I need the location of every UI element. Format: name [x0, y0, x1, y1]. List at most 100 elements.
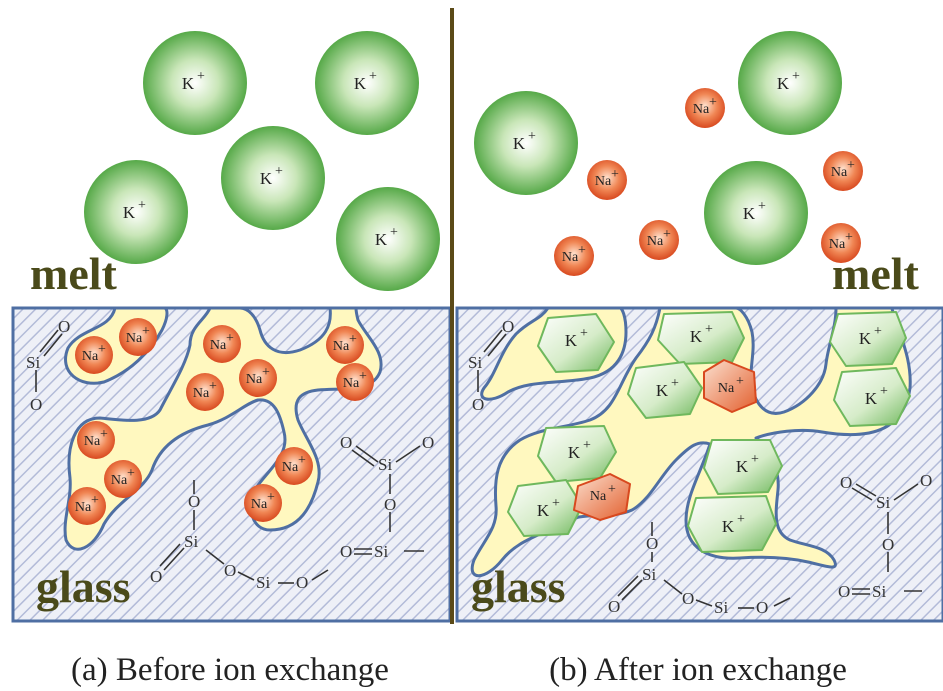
sodium-ion: Na+: [104, 460, 142, 498]
svg-text:O: O: [472, 395, 484, 414]
potassium-ion: K +: [84, 160, 188, 264]
svg-text:+: +: [359, 369, 367, 384]
svg-text:+: +: [369, 69, 377, 84]
svg-text:Na: Na: [829, 237, 846, 252]
svg-text:O: O: [150, 567, 162, 586]
melt-label-after: melt: [832, 248, 920, 299]
svg-text:Na: Na: [333, 339, 350, 354]
svg-text:+: +: [138, 198, 146, 213]
potassium-ion: K +: [687, 495, 777, 553]
sodium-ion: Na+: [275, 447, 313, 485]
sodium-ion: Na+: [119, 318, 157, 356]
potassium-ion: K +: [829, 311, 907, 367]
svg-text:K: K: [537, 501, 550, 520]
potassium-ion: K +: [657, 311, 745, 365]
svg-text:Si: Si: [872, 582, 886, 601]
svg-text:+: +: [608, 482, 616, 497]
svg-text:+: +: [209, 379, 217, 394]
svg-text:K: K: [568, 443, 581, 462]
svg-text:Si: Si: [184, 532, 198, 551]
svg-text:K: K: [375, 230, 388, 249]
svg-text:Si: Si: [642, 565, 656, 584]
sodium-ion: Na+: [336, 363, 374, 401]
svg-text:O: O: [756, 598, 768, 617]
sodium-ion: Na +: [573, 473, 631, 521]
svg-text:+: +: [275, 164, 283, 179]
svg-text:Si: Si: [374, 542, 388, 561]
potassium-ion: K +: [474, 91, 578, 195]
sodium-ion: Na+: [75, 336, 113, 374]
glass-sodium-cells-after: Na + Na +: [573, 359, 757, 521]
melt-ions-before: K + K + K + K + K +: [84, 31, 440, 291]
svg-text:+: +: [847, 158, 855, 173]
svg-text:Si: Si: [468, 353, 482, 372]
potassium-ion: K +: [507, 479, 583, 537]
svg-text:Si: Si: [714, 598, 728, 617]
svg-text:O: O: [646, 534, 658, 553]
svg-text:+: +: [349, 332, 357, 347]
sodium-ion: Na +: [821, 223, 861, 263]
svg-text:Na: Na: [282, 460, 299, 475]
sodium-ion: Na +: [554, 236, 594, 276]
svg-text:+: +: [267, 490, 275, 505]
svg-text:+: +: [91, 493, 99, 508]
svg-text:+: +: [262, 365, 270, 380]
svg-text:+: +: [580, 326, 588, 341]
svg-text:Si: Si: [256, 573, 270, 592]
svg-text:Na: Na: [210, 338, 227, 353]
svg-text:O: O: [608, 597, 620, 616]
svg-text:Na: Na: [82, 349, 99, 364]
svg-text:+: +: [100, 427, 108, 442]
svg-text:K: K: [777, 74, 790, 93]
svg-text:+: +: [226, 331, 234, 346]
svg-text:+: +: [874, 324, 882, 339]
svg-text:Na: Na: [193, 386, 210, 401]
melt-label-before: melt: [30, 248, 118, 299]
potassium-ion: K +: [315, 31, 419, 135]
svg-text:Si: Si: [26, 353, 40, 372]
sodium-ion: Na+: [186, 373, 224, 411]
svg-text:O: O: [188, 492, 200, 511]
svg-text:Na: Na: [84, 434, 101, 449]
silicate-labels-after: O Si O O Si O O O Si O Si O O Si O: [468, 317, 932, 617]
svg-text:K: K: [690, 327, 703, 346]
svg-text:K: K: [260, 169, 273, 188]
svg-text:+: +: [390, 225, 398, 240]
svg-text:O: O: [340, 542, 352, 561]
svg-text:+: +: [552, 496, 560, 511]
svg-text:Na: Na: [647, 234, 664, 249]
svg-text:K: K: [354, 74, 367, 93]
svg-text:K: K: [865, 389, 878, 408]
svg-text:Na: Na: [75, 500, 92, 515]
silicate-network-before: [35, 329, 424, 584]
svg-text:+: +: [127, 466, 135, 481]
potassium-ion: K +: [336, 187, 440, 291]
melt-ions-after: K + K + K + Na + Na + Na +: [474, 31, 863, 276]
svg-text:K: K: [736, 457, 749, 476]
potassium-ion: K +: [143, 31, 247, 135]
svg-text:+: +: [758, 199, 766, 214]
svg-text:+: +: [737, 512, 745, 527]
sodium-ion: Na +: [639, 220, 679, 260]
svg-text:+: +: [142, 324, 150, 339]
svg-text:K: K: [182, 74, 195, 93]
svg-text:+: +: [583, 438, 591, 453]
svg-text:O: O: [296, 573, 308, 592]
svg-text:+: +: [298, 453, 306, 468]
sodium-ion: Na+: [239, 359, 277, 397]
svg-text:Na: Na: [831, 165, 848, 180]
svg-text:+: +: [197, 69, 205, 84]
svg-text:K: K: [859, 329, 872, 348]
svg-text:+: +: [709, 95, 717, 110]
svg-text:+: +: [845, 230, 853, 245]
caption-after: (b) After ion exchange: [549, 652, 847, 688]
potassium-ion: K +: [833, 367, 911, 427]
svg-text:Na: Na: [246, 372, 263, 387]
glass-potassium-cells-after: K + K + K + K + K + K + K: [507, 311, 911, 553]
potassium-ion: K +: [627, 361, 703, 419]
caption-before: (a) Before ion exchange: [71, 652, 389, 688]
svg-text:Si: Si: [378, 455, 392, 474]
potassium-ion: K +: [221, 126, 325, 230]
svg-text:Na: Na: [718, 381, 735, 396]
